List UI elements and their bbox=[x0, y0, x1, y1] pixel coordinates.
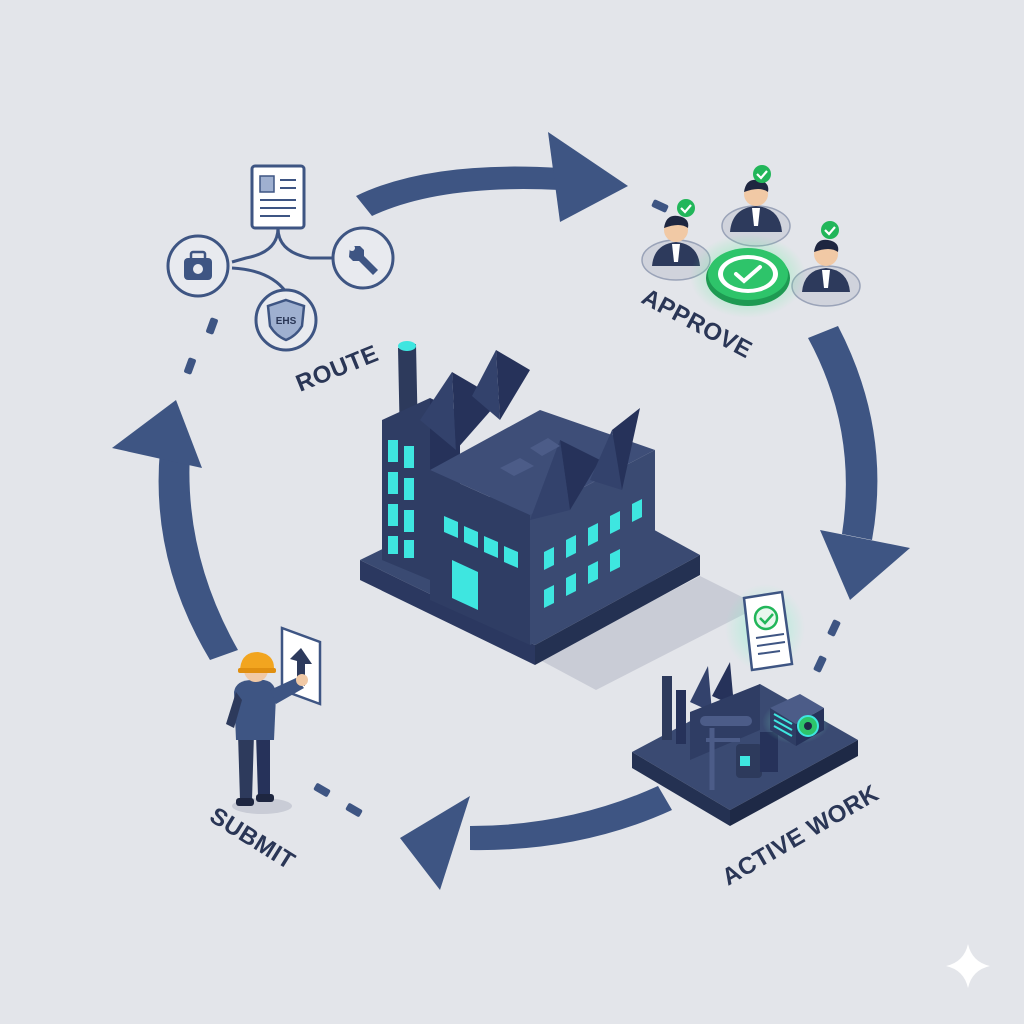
arrow-submit-to-route bbox=[112, 400, 238, 660]
route-connectors bbox=[231, 227, 332, 293]
route-cluster: EHS ROUTE bbox=[166, 164, 395, 398]
connector-dashes bbox=[184, 199, 841, 817]
submit-cluster: SUBMIT bbox=[205, 626, 322, 875]
cycle-arrows bbox=[112, 132, 910, 890]
permit-approved-document-icon bbox=[725, 584, 805, 672]
work-site-icon bbox=[632, 662, 858, 826]
route-label: ROUTE bbox=[292, 340, 382, 397]
toolbox-icon bbox=[166, 234, 230, 298]
arrow-approve-to-active bbox=[808, 326, 910, 600]
arrow-active-to-submit bbox=[400, 786, 672, 890]
ehs-shield-icon: EHS bbox=[254, 288, 318, 352]
arrow-route-to-approve bbox=[356, 132, 628, 222]
factory-icon bbox=[360, 341, 760, 690]
approver-avatar-icon bbox=[791, 221, 861, 307]
sparkle-icon bbox=[946, 944, 990, 988]
approval-check-icon bbox=[690, 234, 806, 318]
permit-document-icon bbox=[250, 164, 306, 230]
ehs-shield-text: EHS bbox=[276, 316, 297, 327]
approver-avatar-icon bbox=[721, 165, 791, 247]
worker-icon bbox=[226, 652, 308, 814]
wrench-icon bbox=[331, 226, 395, 290]
